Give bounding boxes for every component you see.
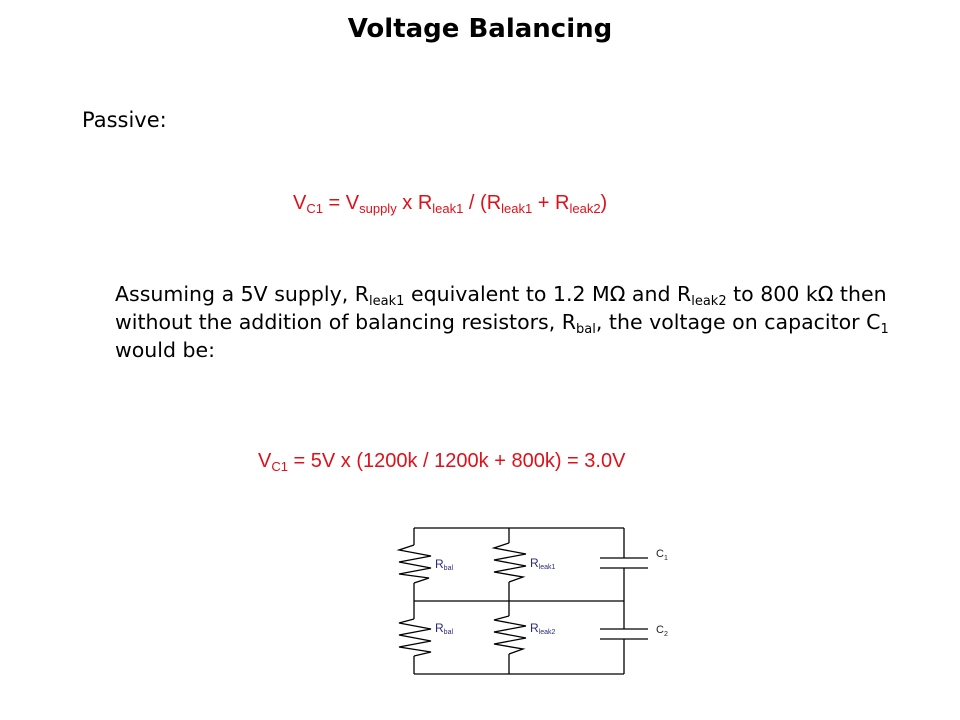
paragraph-symbol: C <box>866 310 881 334</box>
resistor-rbal-top <box>396 544 432 584</box>
resistor-rleak1 <box>491 542 527 583</box>
resistor-label-rleak2: Rleak2 <box>530 621 556 636</box>
paragraph-symbol: R <box>676 282 692 306</box>
formula-subscript: C1 <box>306 201 323 216</box>
slide-title: Voltage Balancing <box>347 14 613 44</box>
paragraph-symbol: R <box>354 282 370 306</box>
formula-term: R <box>486 192 502 214</box>
resistor-label-rleak1: Rleak1 <box>530 556 556 571</box>
paragraph-subscript: leak2 <box>691 294 727 309</box>
explanation-paragraph: Assuming a 5V supply, Rleak1 equivalent … <box>115 280 895 364</box>
formula-term: / ( <box>463 192 487 214</box>
paragraph-symbol: R <box>561 310 577 334</box>
formula-term: R <box>555 192 570 214</box>
general-formula: VC1 = Vsupply x Rleak1 / (Rleak1 + Rleak… <box>293 192 607 215</box>
formula-term: V <box>293 192 307 214</box>
formula-term: V <box>258 450 272 472</box>
formula-subscript: supply <box>359 201 397 216</box>
paragraph-text: , the voltage on capacitor <box>595 310 867 334</box>
paragraph-text: Assuming a 5V supply, <box>115 282 355 306</box>
resistor-label-rbal-top: Rbal <box>435 557 453 572</box>
formula-subscript: leak2 <box>569 201 601 216</box>
capacitor-label-c2: C2 <box>656 624 668 638</box>
paragraph-text: would be: <box>115 338 216 362</box>
formula-term: + <box>532 192 556 214</box>
formula-subscript: C1 <box>271 459 288 474</box>
formula-term: = <box>322 192 346 214</box>
result-formula: VC1 = 5V x (1200k / 1200k + 800k) = 3.0V <box>258 450 625 473</box>
paragraph-subscript: 1 <box>880 322 889 337</box>
formula-term: x <box>396 192 418 214</box>
formula-term: ) <box>600 192 608 214</box>
resistor-rbal-bottom <box>398 618 432 657</box>
resistor-label-rbal-bottom: Rbal <box>435 621 453 636</box>
formula-subscript: leak1 <box>432 201 464 216</box>
resistor-rleak2 <box>493 615 527 655</box>
paragraph-text: equivalent to 1.2 MΩ and <box>404 282 677 306</box>
paragraph-text: to 800 kΩ then without the addition of b… <box>115 282 887 334</box>
paragraph-subscript: leak1 <box>369 294 405 309</box>
section-label: Passive: <box>82 108 167 132</box>
formula-term: V <box>345 192 360 214</box>
paragraph-subscript: bal <box>576 322 596 337</box>
formula-term: = 5V x (1200k / 1200k + 800k) = 3.0V <box>287 450 626 472</box>
formula-term: R <box>417 192 433 214</box>
capacitor-label-c1: C1 <box>656 548 668 562</box>
formula-subscript: leak1 <box>501 201 533 216</box>
